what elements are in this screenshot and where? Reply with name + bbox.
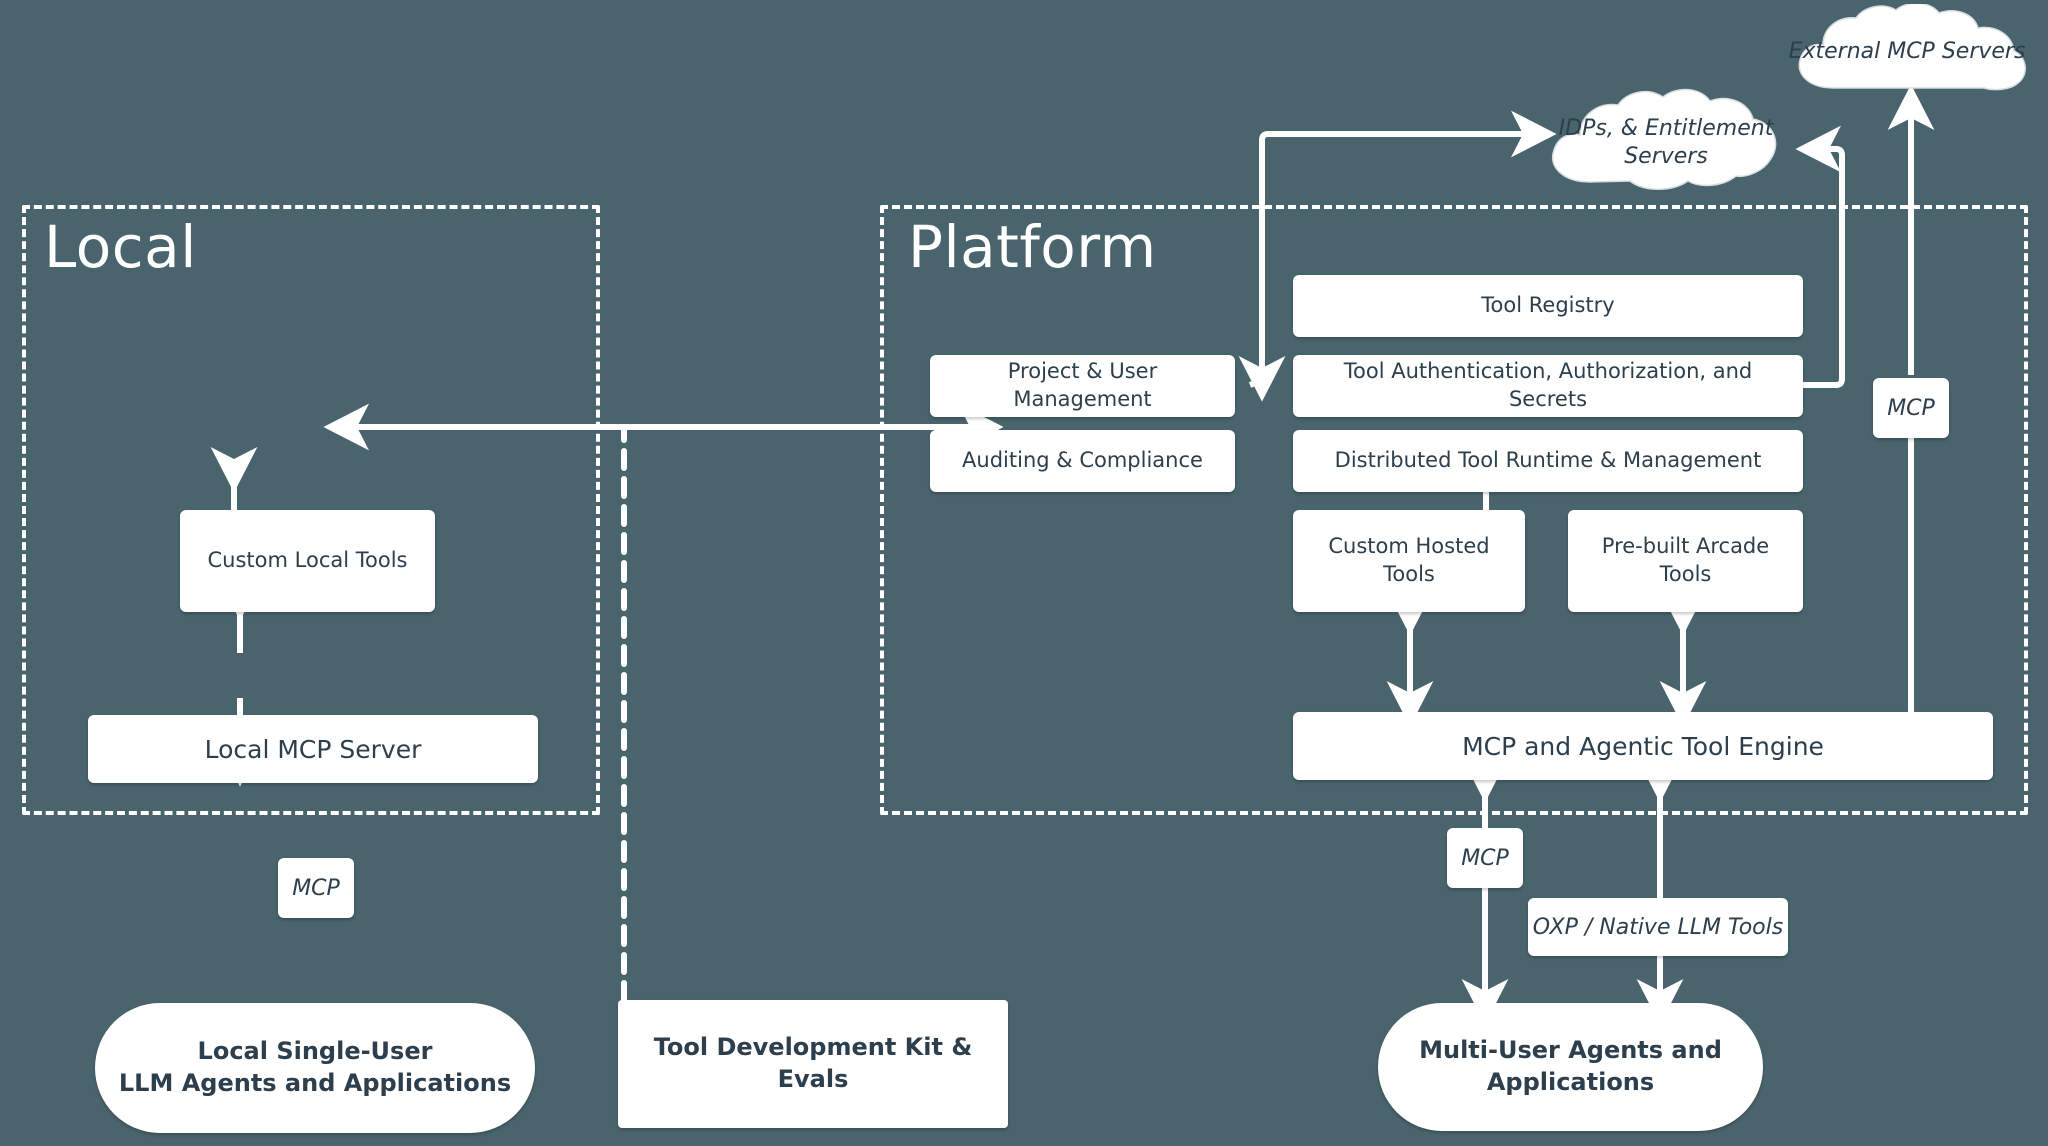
box-prebuilt-arcade-tools[interactable]: Pre-built Arcade Tools bbox=[1568, 510, 1803, 612]
box-custom-local-tools[interactable]: Custom Local Tools bbox=[180, 510, 435, 612]
box-tool-authentication-authorization-secrets[interactable]: Tool Authentication, Authorization, and … bbox=[1293, 355, 1803, 417]
box-tool-development-kit-evals[interactable]: Tool Development Kit & Evals bbox=[618, 1000, 1008, 1128]
box-local-mcp-server[interactable]: Local MCP Server bbox=[88, 715, 538, 783]
box-project-user-management[interactable]: Project & User Management bbox=[930, 355, 1235, 417]
zone-local bbox=[22, 205, 600, 815]
box-tool-registry[interactable]: Tool Registry bbox=[1293, 275, 1803, 337]
capsule-multi-user-line2: Applications bbox=[1486, 1068, 1655, 1096]
chip-mcp-agents: MCP bbox=[1447, 828, 1523, 888]
capsule-multi-user-line1: Multi-User Agents and bbox=[1419, 1036, 1722, 1065]
capsule-multi-user-agents[interactable]: Multi-User Agents and Applications bbox=[1378, 1003, 1763, 1131]
chip-mcp-local: MCP bbox=[278, 858, 354, 918]
box-custom-hosted-tools[interactable]: Custom Hosted Tools bbox=[1293, 510, 1525, 612]
box-mcp-agentic-tool-engine[interactable]: MCP and Agentic Tool Engine bbox=[1293, 712, 1993, 780]
chip-mcp-external: MCP bbox=[1873, 378, 1949, 438]
box-auditing-compliance[interactable]: Auditing & Compliance bbox=[930, 430, 1235, 492]
chip-oxp-native-llm-tools: OXP / Native LLM Tools bbox=[1528, 898, 1788, 956]
box-distributed-tool-runtime-management[interactable]: Distributed Tool Runtime & Management bbox=[1293, 430, 1803, 492]
capsule-local-agents-line2: LLM Agents and Applications bbox=[118, 1069, 512, 1097]
zone-platform-title: Platform bbox=[908, 213, 1157, 281]
cloud-idps-entitlement-servers: IDPs, & Entitlement Servers bbox=[1532, 88, 1800, 198]
capsule-local-single-user-agents[interactable]: Local Single-User LLM Agents and Applica… bbox=[95, 1003, 535, 1133]
zone-platform bbox=[880, 205, 2028, 815]
zone-local-title: Local bbox=[44, 213, 197, 281]
capsule-local-agents-line1: Local Single-User bbox=[197, 1037, 433, 1066]
cloud-external-mcp-servers: External MCP Servers bbox=[1778, 4, 2036, 104]
